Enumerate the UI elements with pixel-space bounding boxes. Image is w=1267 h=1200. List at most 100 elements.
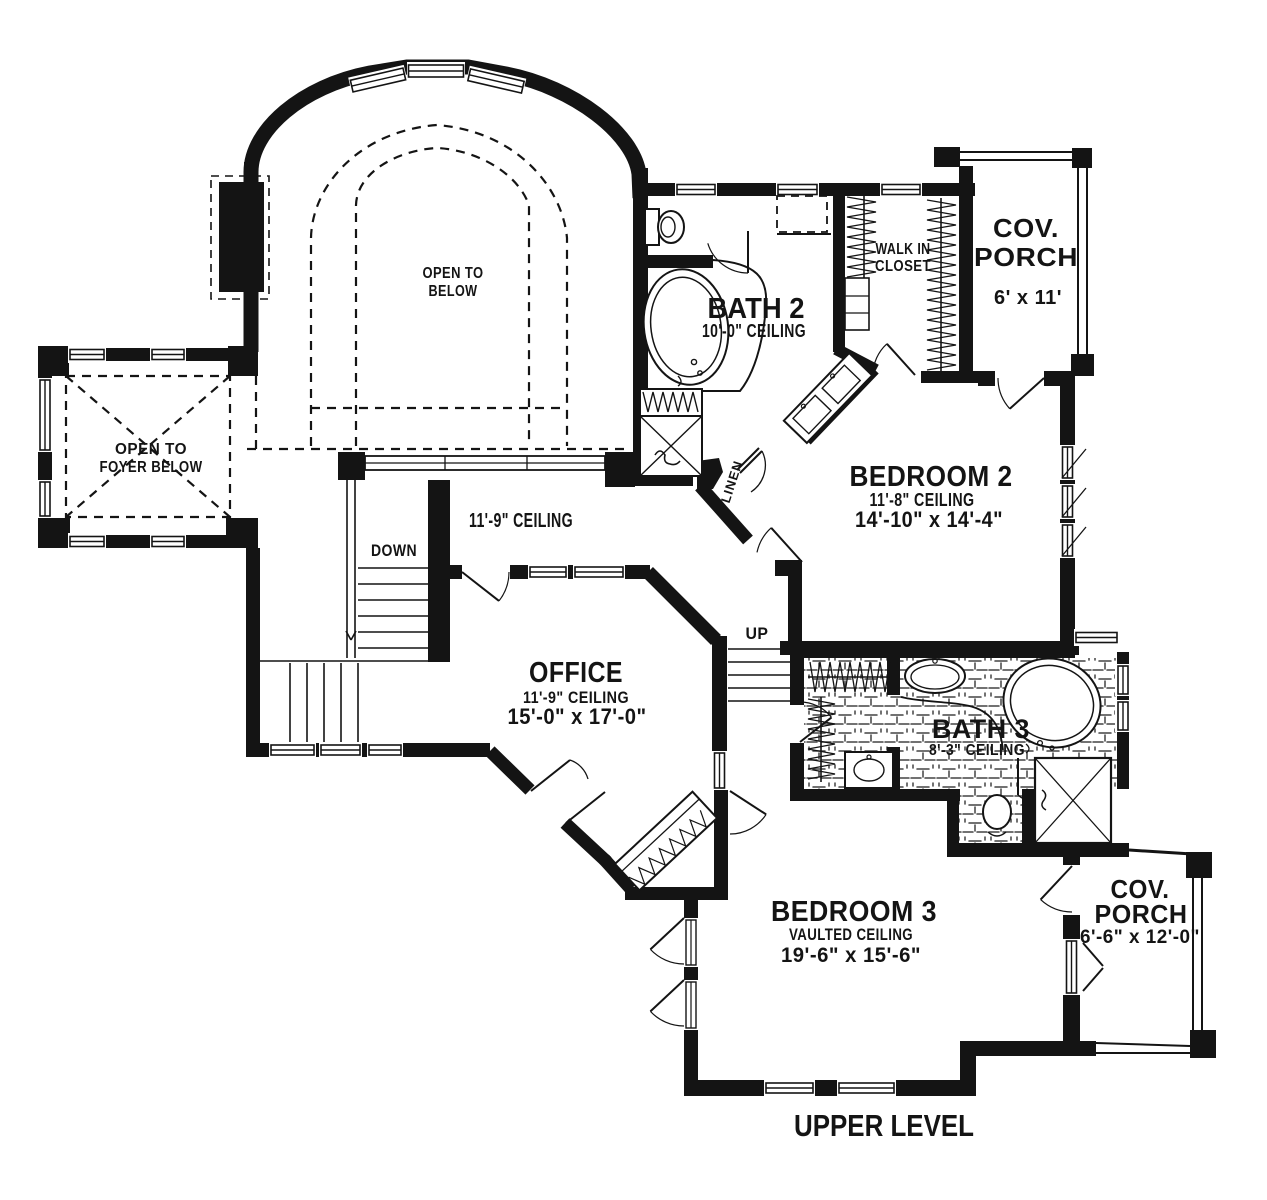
window-icon (573, 563, 625, 581)
window-icon (1061, 939, 1082, 995)
porch-post (934, 147, 960, 167)
label-bedroom3-size: 19'-6" x 15'-6" (781, 944, 921, 967)
bedroom2-left-wall (788, 574, 802, 655)
hall-diagonal-wall (695, 481, 753, 545)
plan-title: UPPER LEVEL (794, 1108, 974, 1143)
bath3-bay-window-icon (1074, 629, 1119, 646)
bay-door-leaf (565, 791, 606, 824)
label-up: UP (746, 624, 769, 643)
shower-icon (639, 415, 703, 477)
window-icon (150, 346, 186, 363)
bedroom3-step-wall (960, 1041, 976, 1096)
porch-post (1072, 148, 1092, 168)
bath3-rack-icon (807, 661, 893, 782)
doors (461, 231, 1104, 1027)
porch-rail (1095, 1042, 1191, 1054)
office-bay-diagonal (599, 854, 636, 894)
label-porch1-2: PORCH (974, 242, 1078, 272)
window-icon (1058, 445, 1077, 480)
closet-door (872, 343, 916, 376)
closet-right-wall (959, 166, 973, 378)
fireplace (219, 182, 264, 292)
bath3-bottom-wall (792, 789, 960, 801)
bath3-sink-icon (900, 658, 1004, 751)
bedroom3-porch-door-gap (1061, 865, 1082, 915)
label-open-to-foyer-1: OPEN TO (115, 441, 187, 458)
window-icon (675, 181, 717, 198)
porch-lower-inner-wall (976, 1041, 1096, 1056)
casement-tick (1061, 526, 1087, 557)
label-open-to-below-2: BELOW (429, 283, 478, 300)
window-icon (36, 378, 54, 452)
label-office-name: OFFICE (529, 657, 623, 689)
label-porch1-1: COV. (993, 213, 1059, 243)
closet-left-wall (833, 192, 845, 352)
porch-post (1186, 852, 1212, 878)
office-ne-diagonal (643, 567, 721, 645)
gallery-window-icon (364, 455, 606, 471)
bedroom2-left-nub (775, 560, 802, 576)
linen-door-leaf (736, 447, 760, 471)
office-right-wall (712, 636, 727, 755)
bath2-dashed-cabinet (776, 195, 831, 235)
bath3-top-wall (792, 645, 1075, 658)
vanity-icon (639, 388, 703, 417)
porch-rail (1192, 878, 1203, 1030)
labels: OPEN TO BELOW OPEN TO FOYER BELOW BATH 2… (100, 213, 1200, 1143)
office-door-gap (462, 563, 510, 581)
porch-rail (959, 151, 1075, 161)
label-walkin-2: CLOSET (875, 258, 931, 275)
label-bedroom2-name: BEDROOM 2 (850, 461, 1013, 493)
closet-rack-icon (844, 195, 957, 371)
label-open-to-foyer-2: FOYER BELOW (100, 459, 203, 476)
label-bedroom3-name: BEDROOM 3 (771, 896, 937, 928)
dashed-open-to-below (247, 123, 630, 451)
label-down: DOWN (371, 541, 417, 560)
window-icon (150, 533, 186, 550)
stairs-down (260, 480, 428, 742)
bath3-step-wall (947, 789, 959, 846)
porch-post (1190, 1030, 1216, 1058)
bedroom2-side-door (756, 527, 803, 563)
arch-window-icon (348, 64, 408, 96)
office-door (461, 571, 510, 602)
porch-roof-edge (1128, 848, 1193, 856)
bath3-lower-bottom-wall (947, 843, 1129, 857)
porch-post (1071, 354, 1094, 376)
bath2-door (707, 231, 749, 274)
window-icon (367, 741, 403, 759)
gallery-post (338, 452, 365, 480)
windows (36, 62, 1131, 1098)
bedroom2-door-gap (995, 369, 1044, 388)
window-icon (528, 563, 568, 581)
window-icon (68, 346, 106, 363)
hall-left-wall (246, 548, 260, 757)
corner-post (226, 518, 258, 548)
label-bedroom3-ceiling: VAULTED CEILING (789, 925, 913, 944)
window-seat-icon (613, 790, 719, 892)
bath3-vanity-icon (844, 751, 894, 789)
toilet-icon (644, 208, 685, 246)
casement-tick (1061, 448, 1087, 479)
shower-door-arc (1017, 794, 1034, 802)
window-icon (1058, 484, 1077, 519)
label-porch2-1: COV. (1111, 874, 1170, 904)
casement-tick (1061, 487, 1087, 518)
label-porch2-2: PORCH (1095, 899, 1188, 929)
bedroom3-entry-door (729, 790, 767, 835)
label-porch1-size: 6' x 11' (994, 287, 1062, 309)
bath3-left-wall (790, 645, 804, 705)
arch-window-icon (465, 65, 527, 97)
fireplace-dashed-outline (210, 175, 270, 300)
bedroom3-casement-sill-icon (685, 981, 697, 1029)
window-icon (764, 1078, 815, 1098)
bath3-tub-icon (1002, 657, 1102, 754)
label-bedroom2-ceiling: 11'-8" CEILING (870, 490, 975, 510)
window-icon (269, 741, 316, 759)
window-icon (710, 751, 729, 790)
window-icon (319, 741, 362, 759)
double-vanity-icon (782, 351, 874, 445)
porch-rail (1077, 167, 1088, 356)
